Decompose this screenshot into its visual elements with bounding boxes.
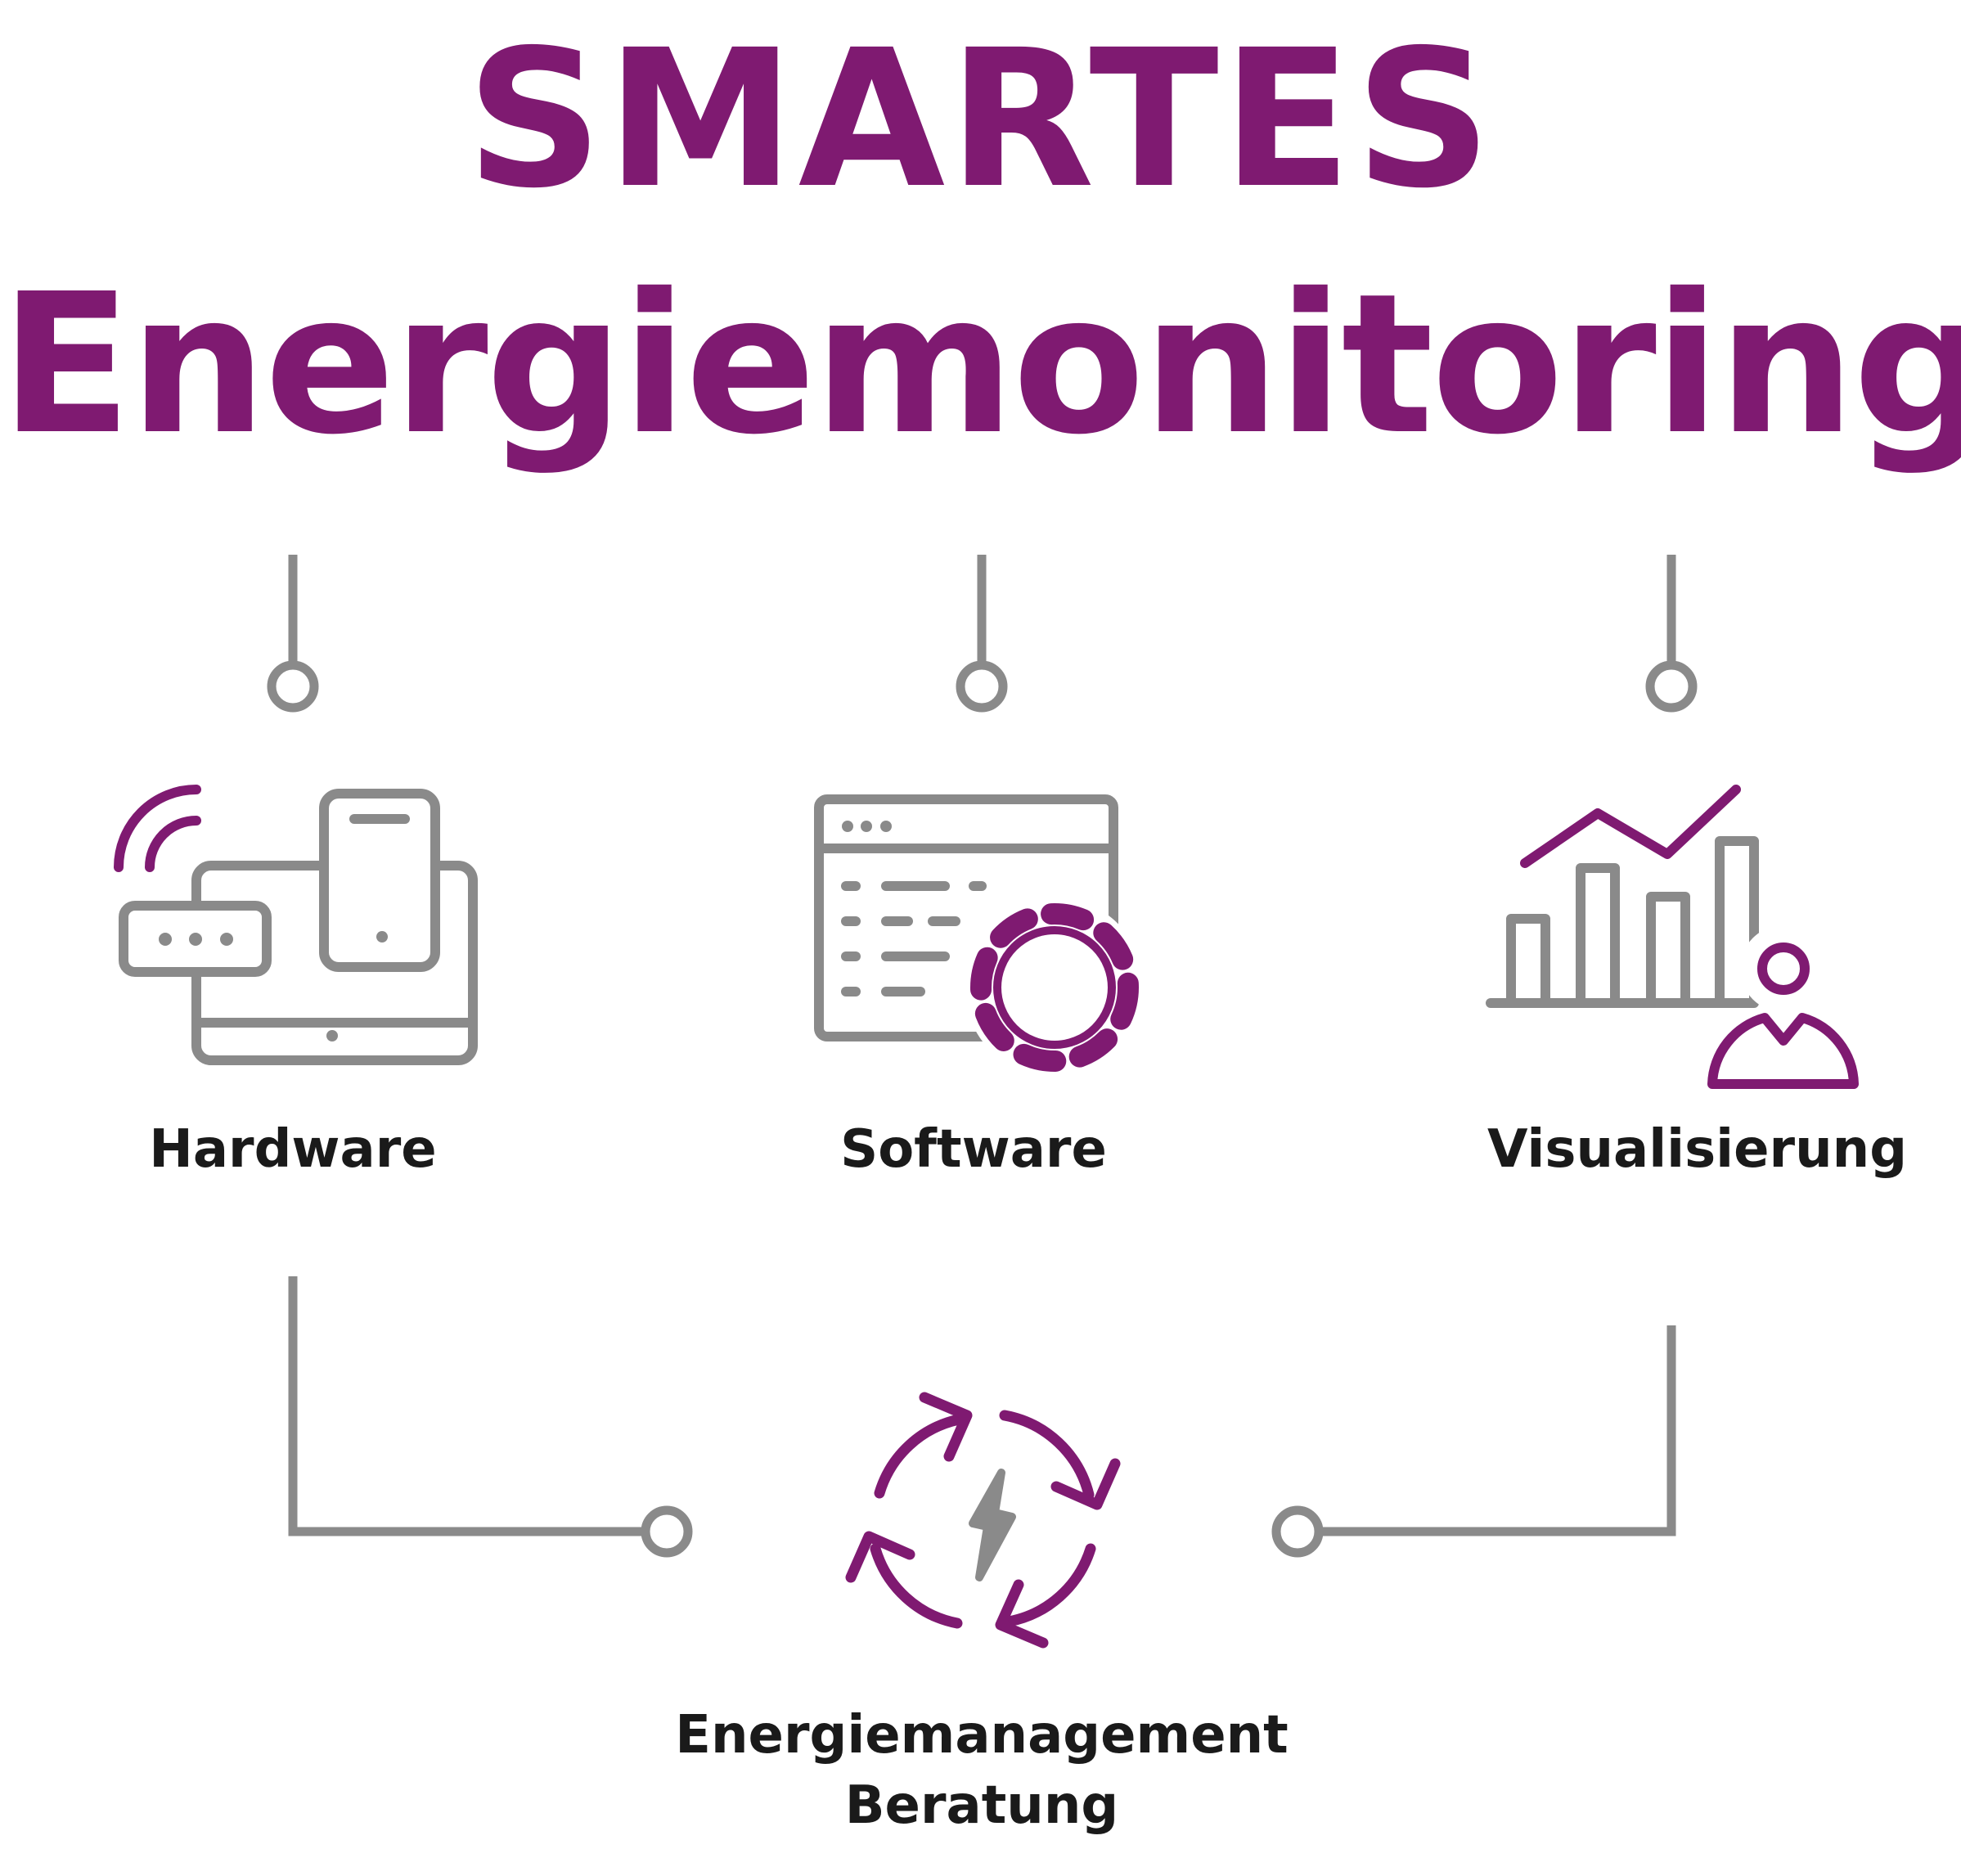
devices-wifi-icon xyxy=(114,785,478,1065)
energy-cycle-icon xyxy=(845,1392,1121,1649)
node-label-software: Software xyxy=(840,1119,1107,1180)
chart-user-icon xyxy=(1486,785,1859,1089)
connector-visualisierung-to-bottom xyxy=(1319,1325,1676,1536)
connector-node-hardware xyxy=(267,660,319,713)
browser-gear-icon xyxy=(814,794,1145,1077)
bottom-label-line-1: Energiemanagement xyxy=(675,1705,1289,1766)
node-label-hardware: Hardware xyxy=(149,1119,437,1180)
connector-node-bottom-right xyxy=(1271,1505,1324,1558)
node-label-visualisierung: Visualisierung xyxy=(1487,1119,1907,1180)
connector-node-software xyxy=(956,660,1008,713)
connector-hardware-to-bottom xyxy=(288,1276,645,1536)
connector-node-visualisierung xyxy=(1645,660,1698,713)
title-line-1: SMARTES xyxy=(466,9,1495,230)
connector-node-bottom-left xyxy=(641,1505,693,1558)
bottom-label-line-2: Beratung xyxy=(844,1775,1119,1836)
lightning-bolt-icon xyxy=(969,1469,1016,1581)
title-line-2: Energiemonitoring xyxy=(0,252,1961,477)
